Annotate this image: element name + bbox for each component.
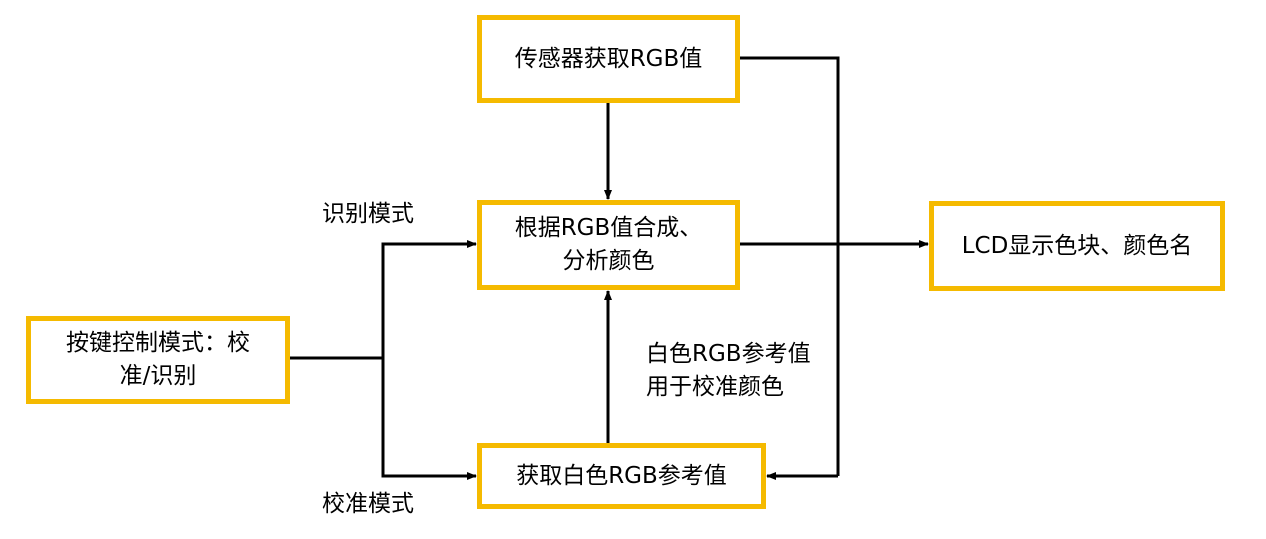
analyze-color-box: 根据RGB值合成、 分析颜色 [477,200,740,290]
white-reference-note: 白色RGB参考值 用于校准颜色 [646,338,811,404]
arrow-split-to-analyze [381,240,477,358]
lcd-display-box: LCD显示色块、颜色名 [929,201,1225,291]
analyze-color-text-line2: 分析颜色 [562,248,655,274]
analyze-color-text-line1: 根据RGB值合成、 [514,215,703,241]
key-mode-control-box: 按键控制模式：校 准/识别 [26,316,290,404]
white-reference-text: 获取白色RGB参考值 [516,462,727,489]
calibrate-mode-label: 校准模式 [322,491,414,517]
key-mode-text-line2: 准/识别 [119,363,197,389]
white-reference-note-line2: 用于校准颜色 [646,374,784,400]
recognize-mode-label: 识别模式 [322,201,414,227]
connector-sensor-to-right-bus [740,56,840,476]
white-reference-box: 获取白色RGB参考值 [477,443,766,509]
key-mode-text-line1: 按键控制模式：校 [66,330,250,356]
arrow-split-to-white [381,358,477,480]
sensor-rgb-box: 传感器获取RGB值 [477,15,740,103]
white-reference-note-line1: 白色RGB参考值 [646,341,811,367]
lcd-display-text: LCD显示色块、颜色名 [961,232,1193,259]
sensor-rgb-text: 传感器获取RGB值 [514,45,703,72]
